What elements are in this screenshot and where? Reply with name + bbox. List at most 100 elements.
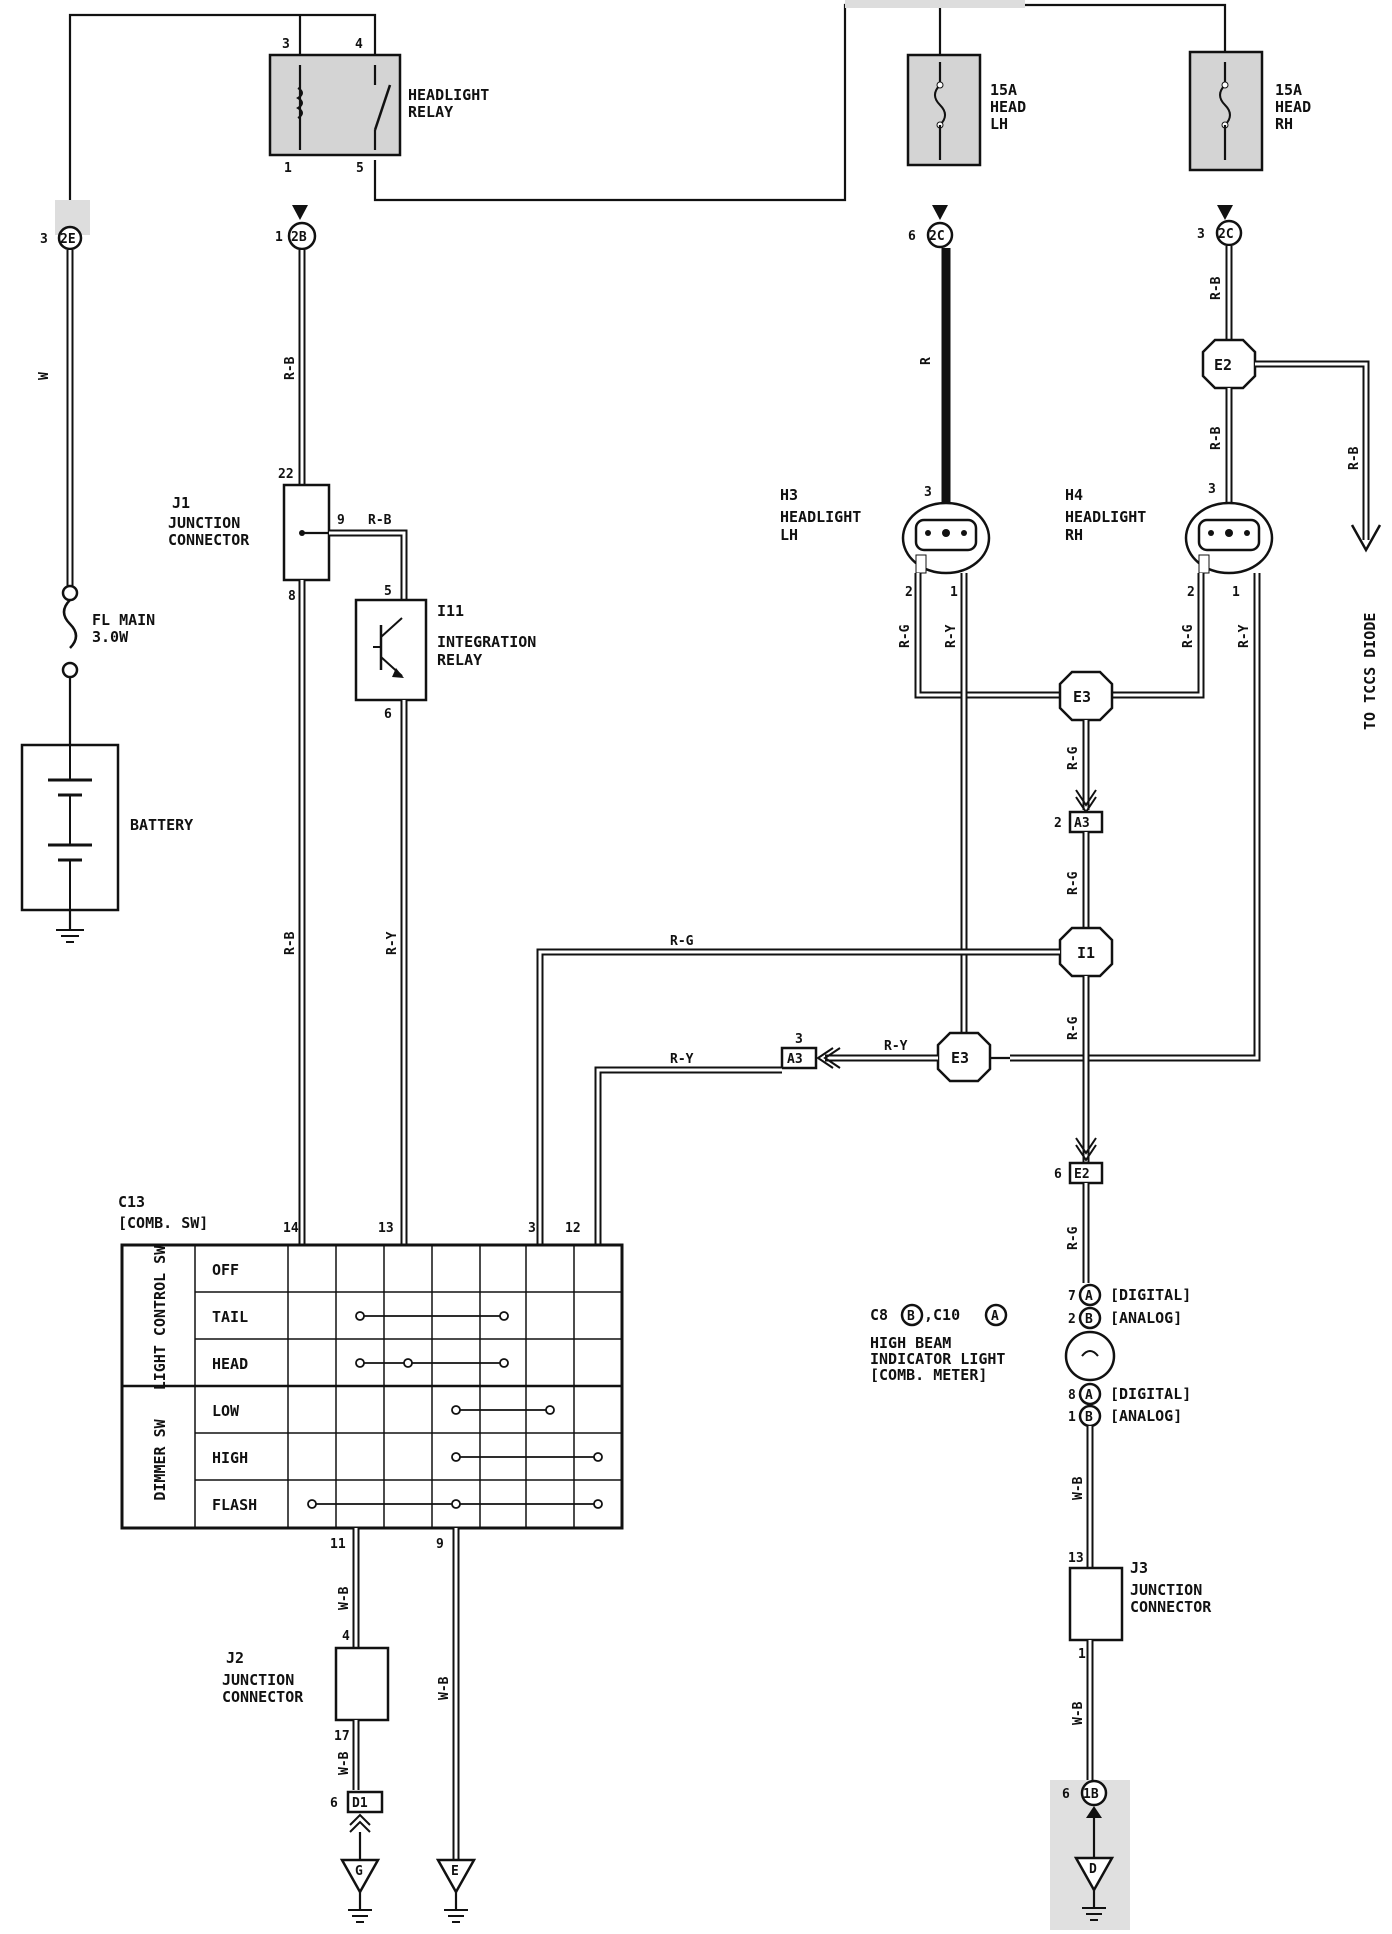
j1-pin-9: 9	[337, 513, 345, 528]
wire-color-wb-4: W-B	[1071, 1476, 1086, 1500]
c13-group-light: LIGHT CONTROL SW	[151, 1245, 169, 1390]
c13-row-low: LOW	[212, 1402, 240, 1420]
integration-relay-i11: 5 I11 INTEGRATION RELAY 6 R-Y	[354, 584, 536, 1245]
connector-a3-top-id: A3	[1074, 816, 1090, 831]
connector-2b	[287, 221, 317, 251]
connector-2b-pin: 1	[275, 230, 283, 245]
wire-color-ry-4: R-Y	[884, 1039, 908, 1054]
wire-color-ry-5: R-Y	[670, 1052, 694, 1067]
j1-pin-8: 8	[288, 589, 296, 604]
bottom-left-grounds: W-B 4 J2 JUNCTION CONNECTOR 17 W-B D1 6 …	[222, 1528, 477, 1923]
splice-e3-top	[1058, 670, 1114, 722]
relay-label-1: HEADLIGHT	[408, 86, 489, 104]
meter-pin-7: 7	[1068, 1289, 1076, 1304]
wire-color-ry-1: R-Y	[385, 931, 400, 955]
connector-2e	[57, 225, 83, 251]
meter-label-1: HIGH BEAM	[870, 1334, 951, 1352]
splice-e3-bottom	[936, 1031, 992, 1083]
i11-pin-6: 6	[384, 707, 392, 722]
fuse-rh-label-2: HEAD	[1275, 98, 1311, 116]
meter-title-sep: ,C10	[924, 1306, 960, 1324]
connector-a3-mid-id: A3	[787, 1052, 803, 1067]
fuse-lh-label-3: LH	[990, 115, 1008, 133]
meter-title: C8	[870, 1306, 888, 1324]
i11-label-1: INTEGRATION	[437, 633, 536, 651]
rg-ry-network: R-G R-G E3 R-Y R-Y R-G A3 2 R-G I1 R-G	[536, 573, 1261, 1283]
i11-pin-5: 5	[384, 584, 392, 599]
wire-color-r: R	[919, 357, 934, 365]
fuse-rh-label-3: RH	[1275, 115, 1293, 133]
splice-e2-id: E2	[1214, 356, 1232, 374]
meter-analog-1: [ANALOG]	[1110, 1309, 1182, 1327]
h3-pin-3: 3	[924, 485, 932, 500]
meter-pin-a-1: A	[1085, 1289, 1093, 1304]
fuse-lh-label-2: HEAD	[990, 98, 1026, 116]
c13-row-head: HEAD	[212, 1355, 248, 1373]
wire-color-rg-6: R-G	[1066, 1016, 1081, 1040]
splice-i1-id: I1	[1077, 944, 1095, 962]
h3-label-1: HEADLIGHT	[780, 508, 861, 526]
meter-title-b: B	[907, 1309, 915, 1324]
c13-pin-3: 3	[528, 1221, 536, 1236]
connector-1b-pin: 6	[1062, 1787, 1070, 1802]
c13-group-dimmer: DIMMER SW	[151, 1418, 169, 1500]
relay-pin-5: 5	[356, 161, 364, 176]
meter-label-2: INDICATOR LIGHT	[870, 1350, 1005, 1368]
c13-row-tail: TAIL	[212, 1308, 248, 1326]
h3-pin-2: 2	[905, 585, 913, 600]
connector-2e-id: 2E	[60, 232, 76, 247]
h4-id: H4	[1065, 486, 1083, 504]
headlight-relay: 3 4 1 5 HEADLIGHT RELAY	[268, 37, 489, 176]
j1-pin-22: 22	[278, 467, 294, 482]
ground-e-label: E	[451, 1864, 459, 1879]
meter-title-a: A	[991, 1309, 999, 1324]
meter-pin-a-2: A	[1085, 1388, 1093, 1403]
tccs-label: TO TCCS DIODE	[1361, 613, 1379, 730]
j3-pin-13: 13	[1068, 1551, 1084, 1566]
meter-label-3: [COMB. METER]	[870, 1366, 987, 1384]
relay-label-2: RELAY	[408, 103, 453, 121]
wire-color-ry-3: R-Y	[1237, 624, 1252, 648]
wire-color-rg-7: R-G	[1066, 1226, 1081, 1250]
connector-e2-bottom-id: E2	[1074, 1167, 1090, 1182]
wire-color-rg-3: R-G	[1066, 746, 1081, 770]
connector-2c-lh-id: 2C	[929, 229, 945, 244]
relay-pin-4: 4	[355, 37, 363, 52]
j3-pin-1: 1	[1078, 1647, 1086, 1662]
indicator-bulb	[1064, 1330, 1116, 1382]
meter-pin-8: 8	[1068, 1388, 1076, 1403]
connector-2b-id: 2B	[291, 230, 307, 245]
j3-id: J3	[1130, 1559, 1148, 1577]
j1-id: J1	[172, 494, 190, 512]
connector-d1	[346, 1790, 384, 1814]
splice-e3-bottom-id: E3	[951, 1049, 969, 1067]
wire-color-wb-3: W-B	[437, 1676, 452, 1700]
connector-a3-mid	[780, 1046, 818, 1070]
battery-label: BATTERY	[130, 816, 193, 834]
h3-id: H3	[780, 486, 798, 504]
fuse-head-lh: 15A HEAD LH	[906, 53, 1026, 167]
c13-label: [COMB. SW]	[118, 1214, 208, 1232]
connector-1b-id: 1B	[1083, 1787, 1099, 1802]
wire-color-rb-2: R-B	[283, 931, 298, 955]
wire-color-wb-5: W-B	[1071, 1701, 1086, 1725]
splice-i1	[1058, 926, 1114, 978]
connector-2e-pin: 3	[40, 232, 48, 247]
headlight-h4: 2C 3 R-B E2 R-B 3 H4 HEADLIGHT RH 2 1 R-…	[1065, 205, 1382, 730]
h4-pin-1: 1	[1232, 585, 1240, 600]
rb-circuit: 2B 1 R-B 22 9 8 J1 JUNCTION CONNECTOR R-…	[168, 205, 408, 1245]
connector-1b	[1080, 1779, 1108, 1807]
connector-2c-lh	[926, 221, 954, 249]
j1-label-2: CONNECTOR	[168, 531, 250, 549]
c13-row-flash: FLASH	[212, 1496, 257, 1514]
j2-id: J2	[226, 1649, 244, 1667]
c13-pin-13: 13	[378, 1221, 394, 1236]
connector-d1-pin: 6	[330, 1796, 338, 1811]
junction-connector-j2	[334, 1646, 390, 1722]
top-bus	[68, 0, 1227, 202]
ground-g-label: G	[355, 1864, 363, 1879]
meter-pin-2: 2	[1068, 1312, 1076, 1327]
ground-g	[339, 1858, 381, 1895]
wire-color-rb-3: R-B	[368, 513, 392, 528]
